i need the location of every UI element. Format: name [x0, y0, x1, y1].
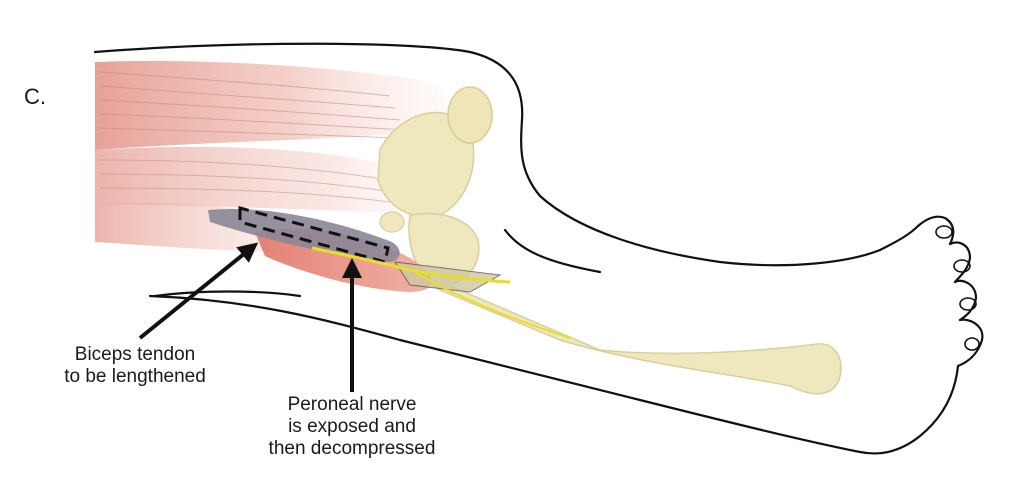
nerve-label-line-2: is exposed and [288, 416, 416, 437]
knee-bones [377, 86, 842, 395]
tendon-incision-dashed [238, 206, 390, 264]
muscle-striations [99, 71, 406, 139]
panel-label: C. [24, 84, 46, 109]
peroneal-nerve-label: Peroneal nerve is exposed and then decom… [232, 394, 472, 460]
peroneal-nerve [311, 246, 571, 339]
biceps-tendon-label: Biceps tendon to be lengthened [40, 344, 230, 388]
biceps-label-line-1: Biceps tendon [74, 344, 196, 365]
biceps-tendon [208, 208, 400, 262]
nerve-label-line-3: then decompressed [268, 438, 436, 459]
leg-outline [93, 42, 984, 455]
nerve-label-line-1: Peroneal nerve [287, 394, 417, 415]
biceps-pointer-arrow [138, 242, 259, 340]
biceps-label-line-2: to be lengthened [64, 366, 206, 387]
